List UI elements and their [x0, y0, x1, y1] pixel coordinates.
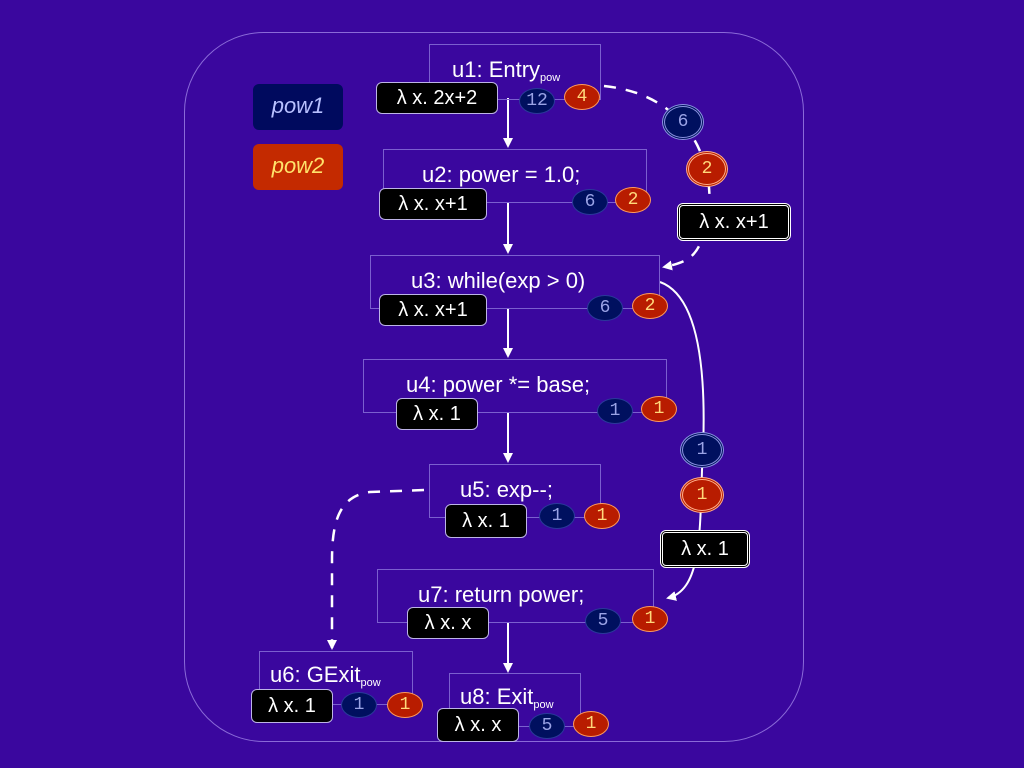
exit-edge-lambda: λ x. 1 [660, 530, 750, 568]
edge-u3-u7 [659, 281, 705, 601]
node-u1-pow2-count: 4 [564, 84, 600, 110]
node-u8-subscript: pow [533, 699, 554, 711]
legend-pow1: pow1 [253, 84, 343, 130]
exit-edge-pow1-count: 1 [680, 432, 724, 468]
node-u6-lambda: λ x. 1 [251, 689, 333, 723]
node-u7-pow2-count: 1 [632, 606, 668, 632]
node-u4-lambda: λ x. 1 [396, 398, 478, 430]
back-edge-pow2-count: 2 [686, 151, 728, 187]
exit-edge-pow2-count: 1 [680, 477, 724, 513]
node-u2-lambda: λ x. x+1 [379, 188, 487, 220]
node-u5-pow2-count: 1 [584, 503, 620, 529]
node-u7-pow1-count: 5 [585, 608, 621, 634]
node-u5-label: u5: exp--; [460, 477, 553, 502]
node-u3-label: u3: while(exp > 0) [411, 268, 586, 293]
node-u6-label: u6: GExitpow [270, 662, 381, 689]
back-edge-pow1-count: 6 [662, 104, 704, 140]
node-u3: u3: while(exp > 0) [370, 255, 660, 309]
node-u5-lambda: λ x. 1 [445, 504, 527, 538]
node-u3-lambda: λ x. x+1 [379, 294, 487, 326]
node-u2-pow1-count: 6 [572, 189, 608, 215]
node-u4-label: u4: power *= base; [406, 372, 591, 397]
node-u1-subscript: pow [540, 72, 561, 84]
node-u2: u2: power = 1.0; [383, 149, 647, 203]
node-u3-pow2-count: 2 [632, 293, 668, 319]
node-u6-pow1-count: 1 [341, 692, 377, 718]
node-u7: u7: return power; [377, 569, 654, 623]
node-u1-lambda: λ x. 2x+2 [376, 82, 498, 114]
node-u5-pow1-count: 1 [539, 503, 575, 529]
node-u8-lambda: λ x. x [437, 708, 519, 742]
node-u2-pow2-count: 2 [615, 187, 651, 213]
back-edge-lambda: λ x. x+1 [677, 203, 791, 241]
node-u4: u4: power *= base; [363, 359, 667, 413]
node-u7-label: u7: return power; [418, 582, 585, 607]
node-u8-pow1-count: 5 [529, 713, 565, 739]
legend-pow2: pow2 [253, 144, 343, 190]
node-u6-subscript: pow [360, 677, 381, 689]
node-u7-lambda: λ x. x [407, 607, 489, 639]
node-u4-pow2-count: 1 [641, 396, 677, 422]
node-u6-pow2-count: 1 [387, 692, 423, 718]
node-u8-pow2-count: 1 [573, 711, 609, 737]
node-u8-label: u8: Exitpow [460, 684, 554, 711]
node-u1-label: u1: Entrypow [452, 57, 561, 84]
node-u4-pow1-count: 1 [597, 398, 633, 424]
node-u2-label: u2: power = 1.0; [422, 162, 581, 187]
node-u1: u1: Entrypow [429, 44, 601, 100]
node-u1-pow1-count: 12 [519, 88, 555, 114]
edge-u5-u6-dashed [327, 488, 425, 650]
node-u6: u6: GExitpow [259, 651, 413, 705]
node-u3-pow1-count: 6 [587, 295, 623, 321]
